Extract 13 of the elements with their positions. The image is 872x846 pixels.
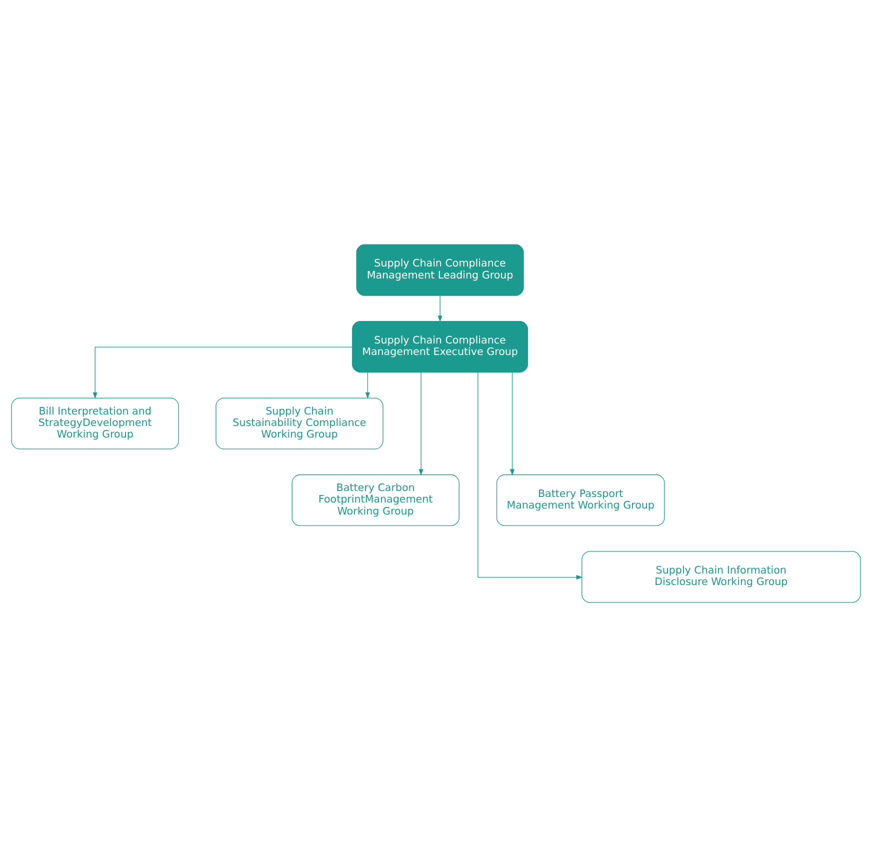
node-box: Supply Chain Sustainability Compliance Working Group xyxy=(216,397,384,449)
node-box: Battery Carbon FootprintManagement Working Group xyxy=(292,474,460,526)
arrow xyxy=(438,294,442,322)
node-box: Battery Passport Management Working Group xyxy=(496,474,665,526)
arrow xyxy=(478,372,583,580)
arrow xyxy=(92,346,353,398)
node-box: Supply Chain Information Disclosure Working Group xyxy=(582,550,861,602)
arrow xyxy=(510,371,514,476)
node-box: Supply Chain Compliance Management Leading Group xyxy=(356,244,524,296)
node-box: Supply Chain Compliance Management Executive Group xyxy=(352,320,528,372)
arrow xyxy=(365,372,370,398)
arrow xyxy=(418,371,424,476)
node-box: Bill Interpretation and StrategyDevelopment Working Group xyxy=(11,397,179,449)
